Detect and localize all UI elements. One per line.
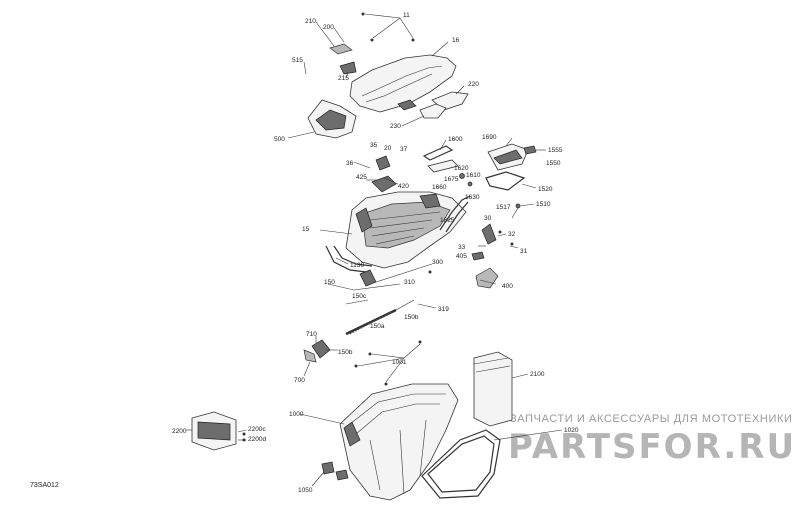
callout-labels: 11 16 210 200 515 215 220 230 500 36 35 … <box>172 12 579 494</box>
storage-tub-1000 <box>339 383 459 501</box>
part-400 <box>475 267 499 289</box>
callout-150b-lower: 150b <box>338 349 353 356</box>
callout-420: 420 <box>398 183 409 190</box>
strip-1620 <box>427 159 459 173</box>
callout-150a: 150a <box>370 323 385 330</box>
callout-150c: 150c <box>352 293 367 300</box>
callout-400: 400 <box>502 283 513 290</box>
hinge-150b <box>311 339 331 359</box>
storage-assembly <box>325 143 537 289</box>
callout-1050: 1050 <box>298 487 313 494</box>
callout-33: 33 <box>458 244 466 251</box>
watermark: ЗАПЧАСТИ И АКСЕССУАРЫ ДЛЯ МОТОТЕХНИКИ PA… <box>508 413 796 467</box>
watermark-brand: PARTSFOR.RU <box>508 427 796 467</box>
callout-1620: 1620 <box>454 165 469 172</box>
top-cowl-part <box>349 54 457 113</box>
callout-1675: 1675 <box>444 176 459 183</box>
storage-tub-group <box>191 340 513 501</box>
callout-1600: 1600 <box>448 136 463 143</box>
callout-150b-upper: 150b <box>404 314 419 321</box>
watermark-caption: ЗАПЧАСТИ И АКСЕССУАРЫ ДЛЯ МОТОТЕХНИКИ <box>510 413 792 425</box>
callout-1625: 1625 <box>440 217 455 224</box>
watermark-logo: PARTSFOR.RU <box>508 427 796 467</box>
leader-lines <box>186 21 563 487</box>
callout-210: 210 <box>305 18 316 25</box>
diagram-code: 73SA012 <box>30 482 59 489</box>
callout-11: 11 <box>403 12 410 19</box>
callout-1610: 1610 <box>466 172 481 179</box>
callout-16: 16 <box>452 37 460 44</box>
callout-405: 405 <box>456 253 467 260</box>
latch-30 <box>481 223 497 245</box>
callout-215: 215 <box>338 75 349 82</box>
callout-2200: 2200 <box>172 428 187 435</box>
seal-1020 <box>421 429 501 499</box>
callout-319: 319 <box>438 306 449 313</box>
callout-1630: 1630 <box>465 194 480 201</box>
strip-1600 <box>422 145 454 161</box>
callout-37: 37 <box>400 146 408 153</box>
callout-1660: 1660 <box>432 184 447 191</box>
panel-200 <box>339 61 357 75</box>
callout-1520: 1520 <box>538 186 553 193</box>
bracket-420 <box>371 175 397 193</box>
callout-220: 220 <box>468 81 479 88</box>
screws-11 <box>361 12 415 42</box>
latch-rod-group <box>303 269 432 363</box>
callout-35: 35 <box>370 142 378 149</box>
callout-15: 15 <box>302 226 310 233</box>
callout-2200c: 2200c <box>248 426 266 433</box>
callout-1130: 1130 <box>350 262 364 269</box>
callout-200: 200 <box>323 24 334 31</box>
callout-1517: 1517 <box>496 204 511 211</box>
callout-31: 31 <box>520 248 528 255</box>
callout-310: 310 <box>404 279 415 286</box>
callout-1690: 1690 <box>482 134 497 141</box>
callout-1550: 1550 <box>546 160 561 167</box>
callout-1555: 1555 <box>548 147 563 154</box>
callout-425: 425 <box>356 174 367 181</box>
panel-210 <box>329 43 353 55</box>
callout-32: 32 <box>508 231 516 238</box>
callout-230: 230 <box>390 123 401 130</box>
callout-500: 500 <box>274 136 285 143</box>
callout-515: 515 <box>292 57 303 64</box>
rails-1130 <box>325 245 367 273</box>
callout-2100: 2100 <box>530 371 545 378</box>
callout-150: 150 <box>324 279 335 286</box>
callout-700: 700 <box>294 377 305 384</box>
callout-1510: 1510 <box>536 201 551 208</box>
callout-20: 20 <box>384 145 392 152</box>
callout-1020: 1020 <box>564 427 579 434</box>
callout-2200d: 2200d <box>248 436 266 443</box>
callout-36: 36 <box>346 160 354 167</box>
latch-rod-150 <box>345 308 397 336</box>
gasket-1520 <box>485 171 526 191</box>
part-1050 <box>321 461 335 475</box>
callout-30: 30 <box>484 215 492 222</box>
callout-710: 710 <box>306 331 317 338</box>
top-cowl-group <box>307 12 469 139</box>
callout-300: 300 <box>432 259 443 266</box>
callout-1000: 1000 <box>289 411 304 418</box>
callout-1001: 1001 <box>392 359 407 366</box>
cover-230 <box>419 103 447 119</box>
